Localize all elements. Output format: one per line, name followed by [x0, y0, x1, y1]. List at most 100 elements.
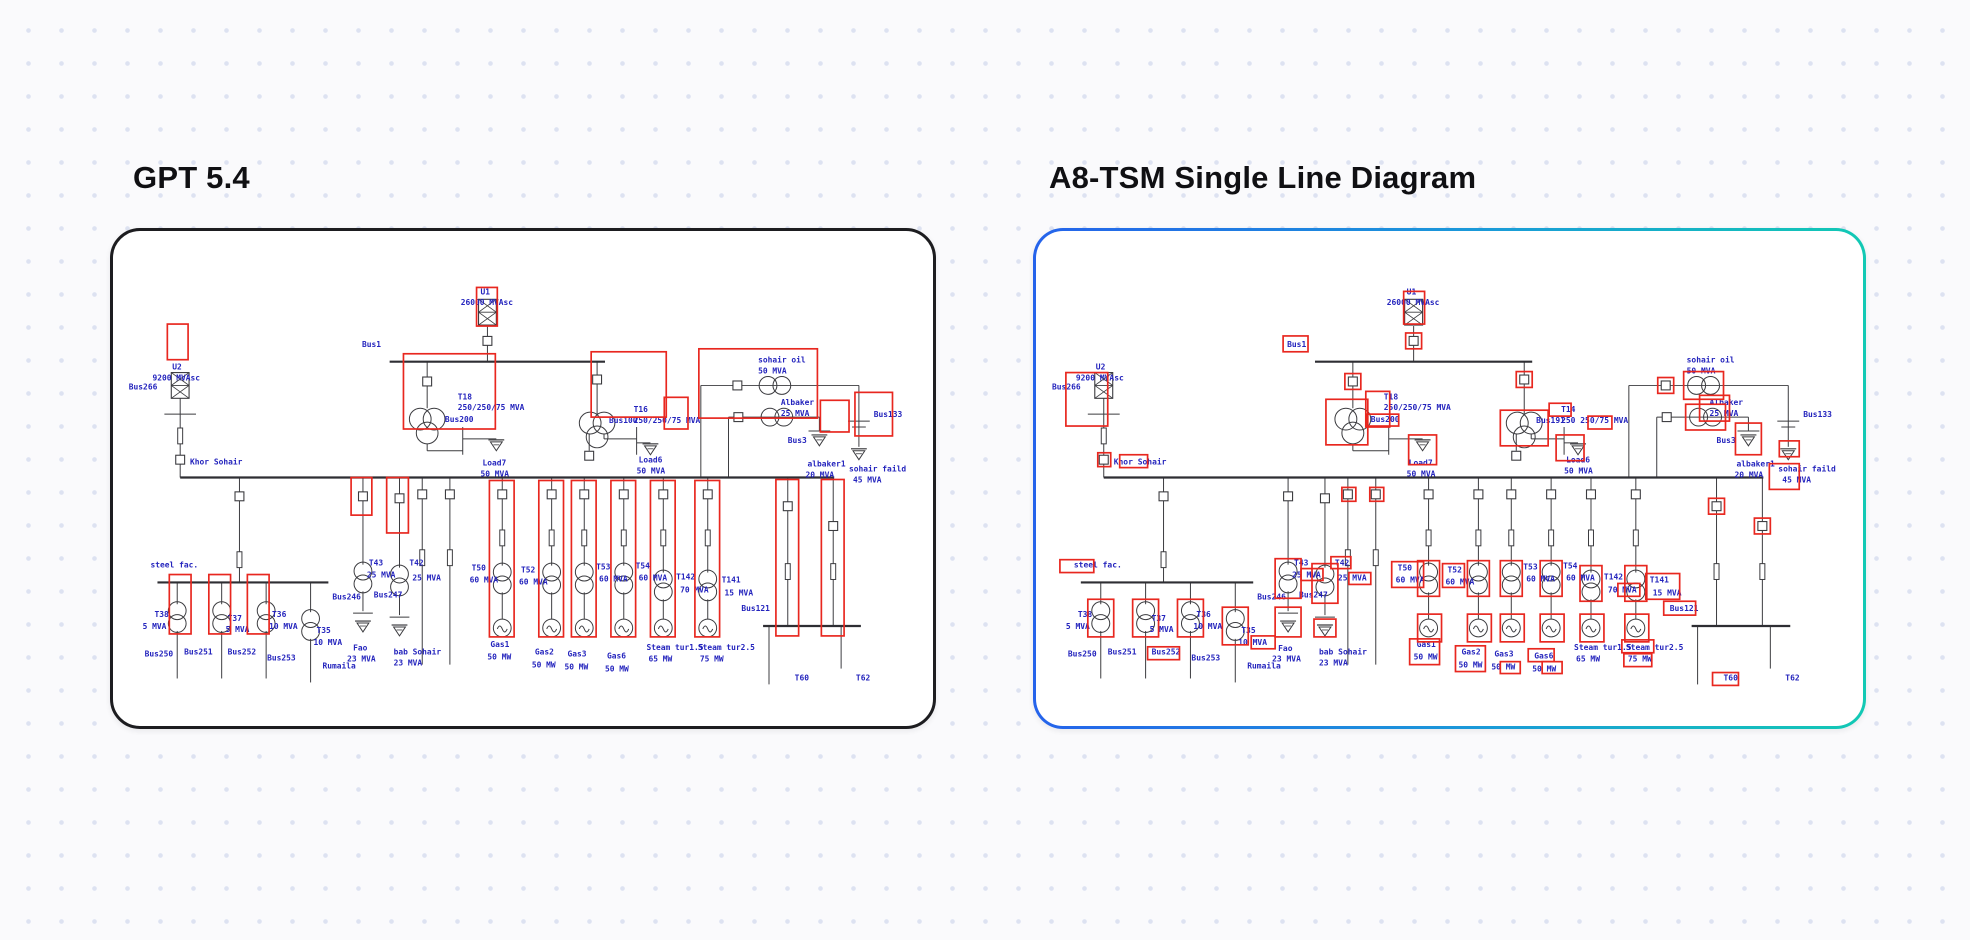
- svg-text:23 MVA: 23 MVA: [1319, 659, 1348, 668]
- svg-text:T37: T37: [228, 614, 243, 623]
- svg-text:Fao: Fao: [353, 644, 368, 653]
- svg-text:Bus100: Bus100: [609, 416, 638, 425]
- svg-text:T60: T60: [795, 673, 810, 682]
- svg-text:45 MVA: 45 MVA: [1782, 475, 1811, 484]
- svg-text:Rumaila: Rumaila: [322, 661, 356, 671]
- svg-text:25 MVA: 25 MVA: [412, 573, 441, 582]
- svg-text:T141: T141: [1650, 575, 1669, 584]
- svg-text:Khor Sohair: Khor Sohair: [190, 457, 243, 467]
- svg-text:25 MVA: 25 MVA: [367, 570, 396, 579]
- svg-text:50 MVA: 50 MVA: [637, 467, 666, 476]
- svg-text:250/250/75 MVA: 250/250/75 MVA: [1384, 403, 1451, 412]
- svg-text:Albaker: Albaker: [781, 398, 815, 407]
- svg-text:Steam tur1.5: Steam tur1.5: [1574, 643, 1632, 652]
- svg-text:5 MVA: 5 MVA: [1066, 622, 1090, 631]
- svg-text:Gas1: Gas1: [490, 640, 509, 649]
- svg-text:10 MVA: 10 MVA: [314, 638, 343, 647]
- svg-text:25 MVA: 25 MVA: [781, 409, 810, 418]
- svg-text:60 MVA: 60 MVA: [1446, 577, 1475, 586]
- svg-text:steel fac.: steel fac.: [151, 561, 199, 570]
- svg-text:Bus3: Bus3: [788, 436, 807, 445]
- svg-text:50 MW: 50 MW: [1458, 661, 1482, 670]
- svg-text:50 MW: 50 MW: [605, 665, 629, 674]
- svg-text:Bus246: Bus246: [1257, 592, 1286, 601]
- svg-text:U2: U2: [1096, 363, 1106, 372]
- svg-text:T54: T54: [1563, 562, 1578, 571]
- svg-text:T18: T18: [1384, 392, 1399, 401]
- svg-text:Bus200: Bus200: [1371, 415, 1400, 424]
- svg-text:Bus250: Bus250: [145, 650, 174, 659]
- svg-text:sohair oil: sohair oil: [758, 355, 806, 365]
- svg-text:T14: T14: [1561, 405, 1576, 414]
- svg-text:Fao: Fao: [1278, 644, 1293, 653]
- svg-text:Bus1: Bus1: [362, 340, 381, 349]
- svg-text:10 MVA: 10 MVA: [1193, 622, 1222, 631]
- svg-text:50 MW: 50 MW: [1532, 665, 1556, 674]
- svg-text:45 MVA: 45 MVA: [853, 475, 882, 484]
- svg-text:Steam tur1.5: Steam tur1.5: [646, 643, 703, 652]
- svg-text:23 MVA: 23 MVA: [347, 655, 376, 664]
- svg-text:T42: T42: [409, 559, 424, 568]
- svg-text:T142: T142: [1604, 573, 1623, 582]
- svg-text:T142: T142: [676, 572, 695, 581]
- svg-text:T38: T38: [154, 610, 169, 619]
- svg-text:Bus250: Bus250: [1068, 650, 1097, 659]
- svg-text:Bus133: Bus133: [1803, 410, 1832, 419]
- svg-text:50 MVA: 50 MVA: [1407, 470, 1436, 479]
- svg-text:T53: T53: [596, 563, 611, 572]
- svg-text:23 MVA: 23 MVA: [394, 659, 423, 668]
- svg-text:Gas2: Gas2: [535, 648, 554, 657]
- svg-text:T36: T36: [272, 610, 287, 619]
- svg-text:250 250/75 MVA: 250 250/75 MVA: [1561, 416, 1628, 425]
- svg-text:Khor Sohair: Khor Sohair: [1114, 458, 1167, 467]
- svg-text:U1: U1: [481, 287, 491, 296]
- right-panel-title: A8-TSM Single Line Diagram: [1049, 160, 1477, 195]
- svg-text:T53: T53: [1523, 563, 1538, 572]
- svg-text:250/250/75 MVA: 250/250/75 MVA: [634, 416, 701, 425]
- svg-text:Gas6: Gas6: [1534, 652, 1553, 661]
- svg-text:60 MVA: 60 MVA: [470, 575, 499, 584]
- svg-text:50 MVA: 50 MVA: [1564, 467, 1593, 476]
- svg-text:50 MW: 50 MW: [564, 663, 588, 672]
- svg-text:steel fac.: steel fac.: [1074, 561, 1122, 570]
- svg-text:10 MVA: 10 MVA: [269, 622, 298, 631]
- svg-text:Gas1: Gas1: [1417, 640, 1436, 649]
- svg-text:T60: T60: [1724, 673, 1739, 682]
- svg-text:60 MVA: 60 MVA: [519, 577, 548, 586]
- svg-text:T62: T62: [856, 673, 871, 682]
- svg-text:Bus253: Bus253: [267, 654, 296, 663]
- svg-text:75 MW: 75 MW: [1628, 655, 1652, 664]
- svg-text:Gas6: Gas6: [607, 652, 626, 661]
- svg-text:T16: T16: [634, 405, 649, 414]
- svg-text:Gas3: Gas3: [567, 650, 586, 659]
- svg-text:T52: T52: [1448, 566, 1463, 575]
- svg-text:T141: T141: [722, 575, 741, 584]
- svg-text:bab Sohair: bab Sohair: [394, 647, 442, 657]
- svg-text:Bus3: Bus3: [1717, 436, 1736, 445]
- svg-text:5 MVA: 5 MVA: [226, 625, 250, 634]
- svg-text:25 MVA: 25 MVA: [1710, 409, 1739, 418]
- svg-text:26000 MVAsc: 26000 MVAsc: [461, 298, 514, 307]
- svg-text:sohair faild: sohair faild: [1778, 465, 1836, 474]
- svg-text:20 MVA: 20 MVA: [806, 471, 835, 480]
- svg-text:Bus266: Bus266: [129, 382, 158, 391]
- svg-text:60 MVA: 60 MVA: [599, 574, 628, 583]
- svg-text:75 MW: 75 MW: [700, 655, 724, 664]
- svg-text:15 MVA: 15 MVA: [1653, 588, 1682, 597]
- svg-text:60 MVA: 60 MVA: [1396, 575, 1425, 584]
- svg-text:Bus191: Bus191: [1536, 416, 1565, 425]
- svg-text:T43: T43: [369, 559, 384, 568]
- svg-text:Steam tur2.5: Steam tur2.5: [1626, 643, 1684, 652]
- svg-text:50 MW: 50 MW: [1414, 653, 1438, 662]
- svg-text:T38: T38: [1078, 610, 1093, 619]
- svg-text:Load7: Load7: [1409, 459, 1433, 468]
- svg-text:Bus121: Bus121: [741, 604, 770, 613]
- svg-text:T42: T42: [1335, 559, 1350, 568]
- svg-text:70 MVA: 70 MVA: [1608, 585, 1637, 594]
- svg-text:Bus121: Bus121: [1670, 604, 1699, 613]
- svg-text:Rumaila: Rumaila: [1247, 662, 1281, 671]
- svg-text:10 MVA: 10 MVA: [1238, 638, 1267, 647]
